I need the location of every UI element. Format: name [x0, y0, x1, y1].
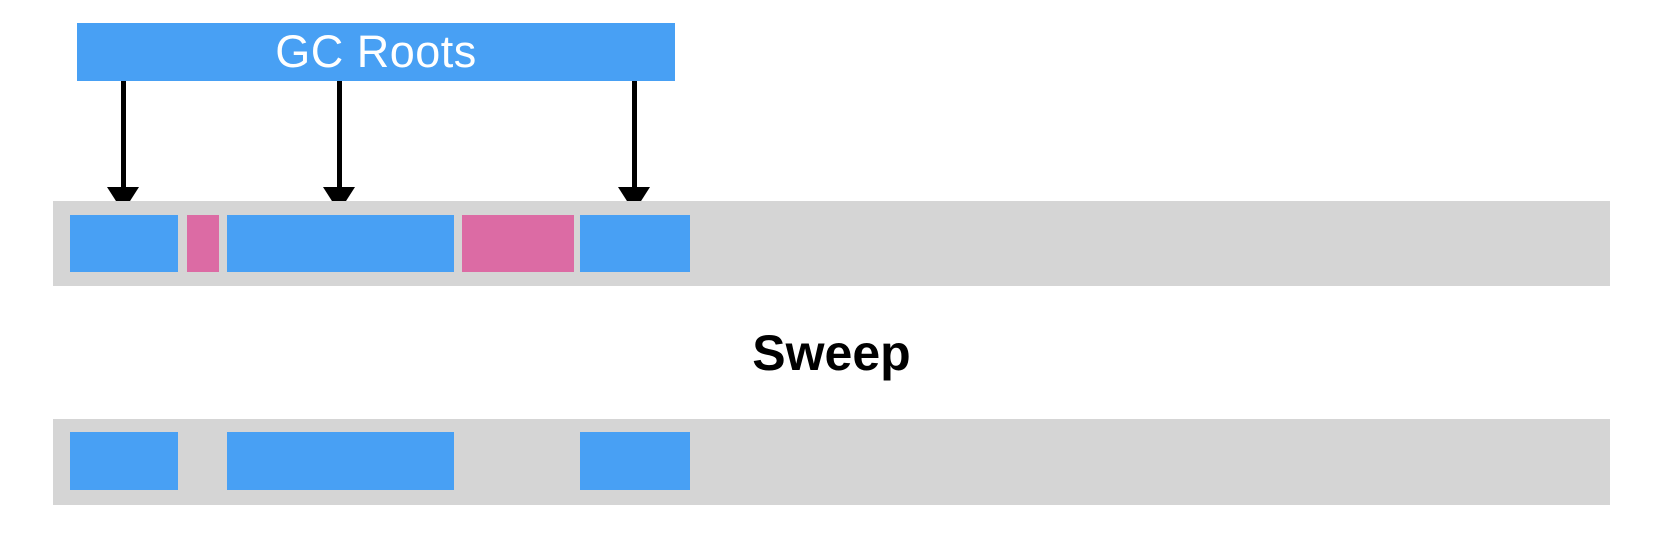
root-arrow-icon: [617, 81, 651, 212]
heap-block-live: [580, 432, 690, 490]
heap-block-live: [227, 215, 454, 272]
heap-block-live: [70, 215, 178, 272]
heap-before-bar: [53, 201, 1610, 286]
root-arrow-icon: [322, 81, 356, 212]
heap-block-live: [227, 432, 454, 490]
arrow-stem: [120, 81, 126, 187]
sweep-label: Sweep: [752, 325, 911, 381]
arrow-stem: [631, 81, 637, 187]
arrow-stem: [336, 81, 342, 187]
heap-after-bar: [53, 419, 1610, 505]
gc-roots-box: GC Roots: [77, 23, 675, 81]
heap-block-garbage: [462, 215, 574, 272]
heap-block-live: [580, 215, 690, 272]
root-arrow-icon: [106, 81, 140, 212]
heap-block-live: [70, 432, 178, 490]
heap-block-garbage: [187, 215, 219, 272]
gc-roots-label: GC Roots: [275, 26, 477, 77]
